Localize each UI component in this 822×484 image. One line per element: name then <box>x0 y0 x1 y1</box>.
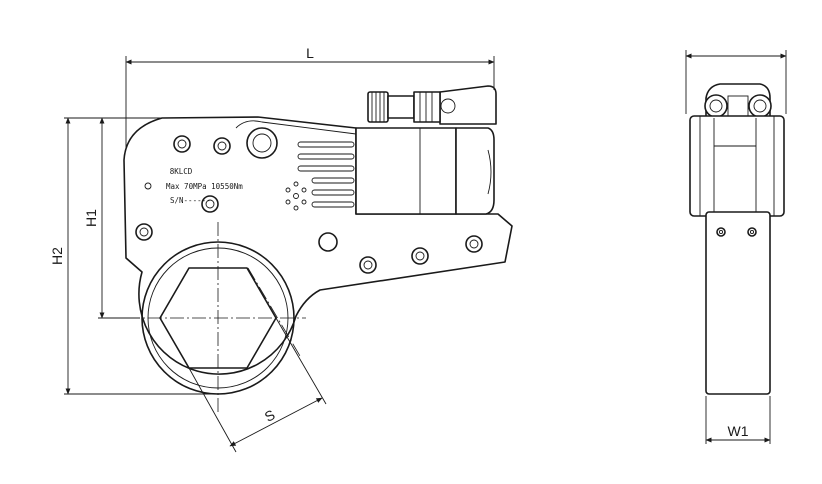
reaction-arm-edge <box>235 120 357 135</box>
front-screw-right <box>747 227 757 237</box>
screw-holes <box>135 135 483 274</box>
spec-label: Max 70MPa 10550Nm <box>166 182 243 191</box>
housing-outline <box>123 116 513 375</box>
dimension-l: L <box>125 45 495 150</box>
dimension-h1-label: H1 <box>83 209 99 227</box>
dimension-h2: H2 <box>49 117 216 395</box>
front-body <box>705 211 771 395</box>
front-view: W1 <box>685 50 787 444</box>
dimension-w1: W1 <box>705 396 771 444</box>
dimension-w1-label: W1 <box>728 423 749 439</box>
dimension-front-width <box>685 50 787 114</box>
hex-axis <box>247 267 301 357</box>
front-screw-left <box>716 227 726 237</box>
dimension-l-label: L <box>306 45 314 61</box>
front-cylinder-block <box>689 115 785 217</box>
vent-pattern <box>285 181 307 211</box>
name-plate: 8KLCD Max 70MPa 10550Nm S/N------ <box>166 167 243 205</box>
pivot-pin <box>252 133 272 153</box>
pivot-boss <box>246 127 278 159</box>
hydraulic-cylinder <box>355 127 457 215</box>
model-label: 8KLCD <box>170 167 193 176</box>
dimension-h1: H1 <box>83 117 162 319</box>
cooling-slots <box>297 141 355 208</box>
side-view: 8KLCD Max 70MPa 10550Nm S/N------ L H1 <box>49 45 513 453</box>
dimension-h2-label: H2 <box>49 247 65 265</box>
serial-label: S/N------ <box>170 196 211 205</box>
swivel-manifold <box>439 85 497 125</box>
hydraulic-coupler <box>367 91 441 123</box>
cylinder-end-cap <box>455 127 495 215</box>
